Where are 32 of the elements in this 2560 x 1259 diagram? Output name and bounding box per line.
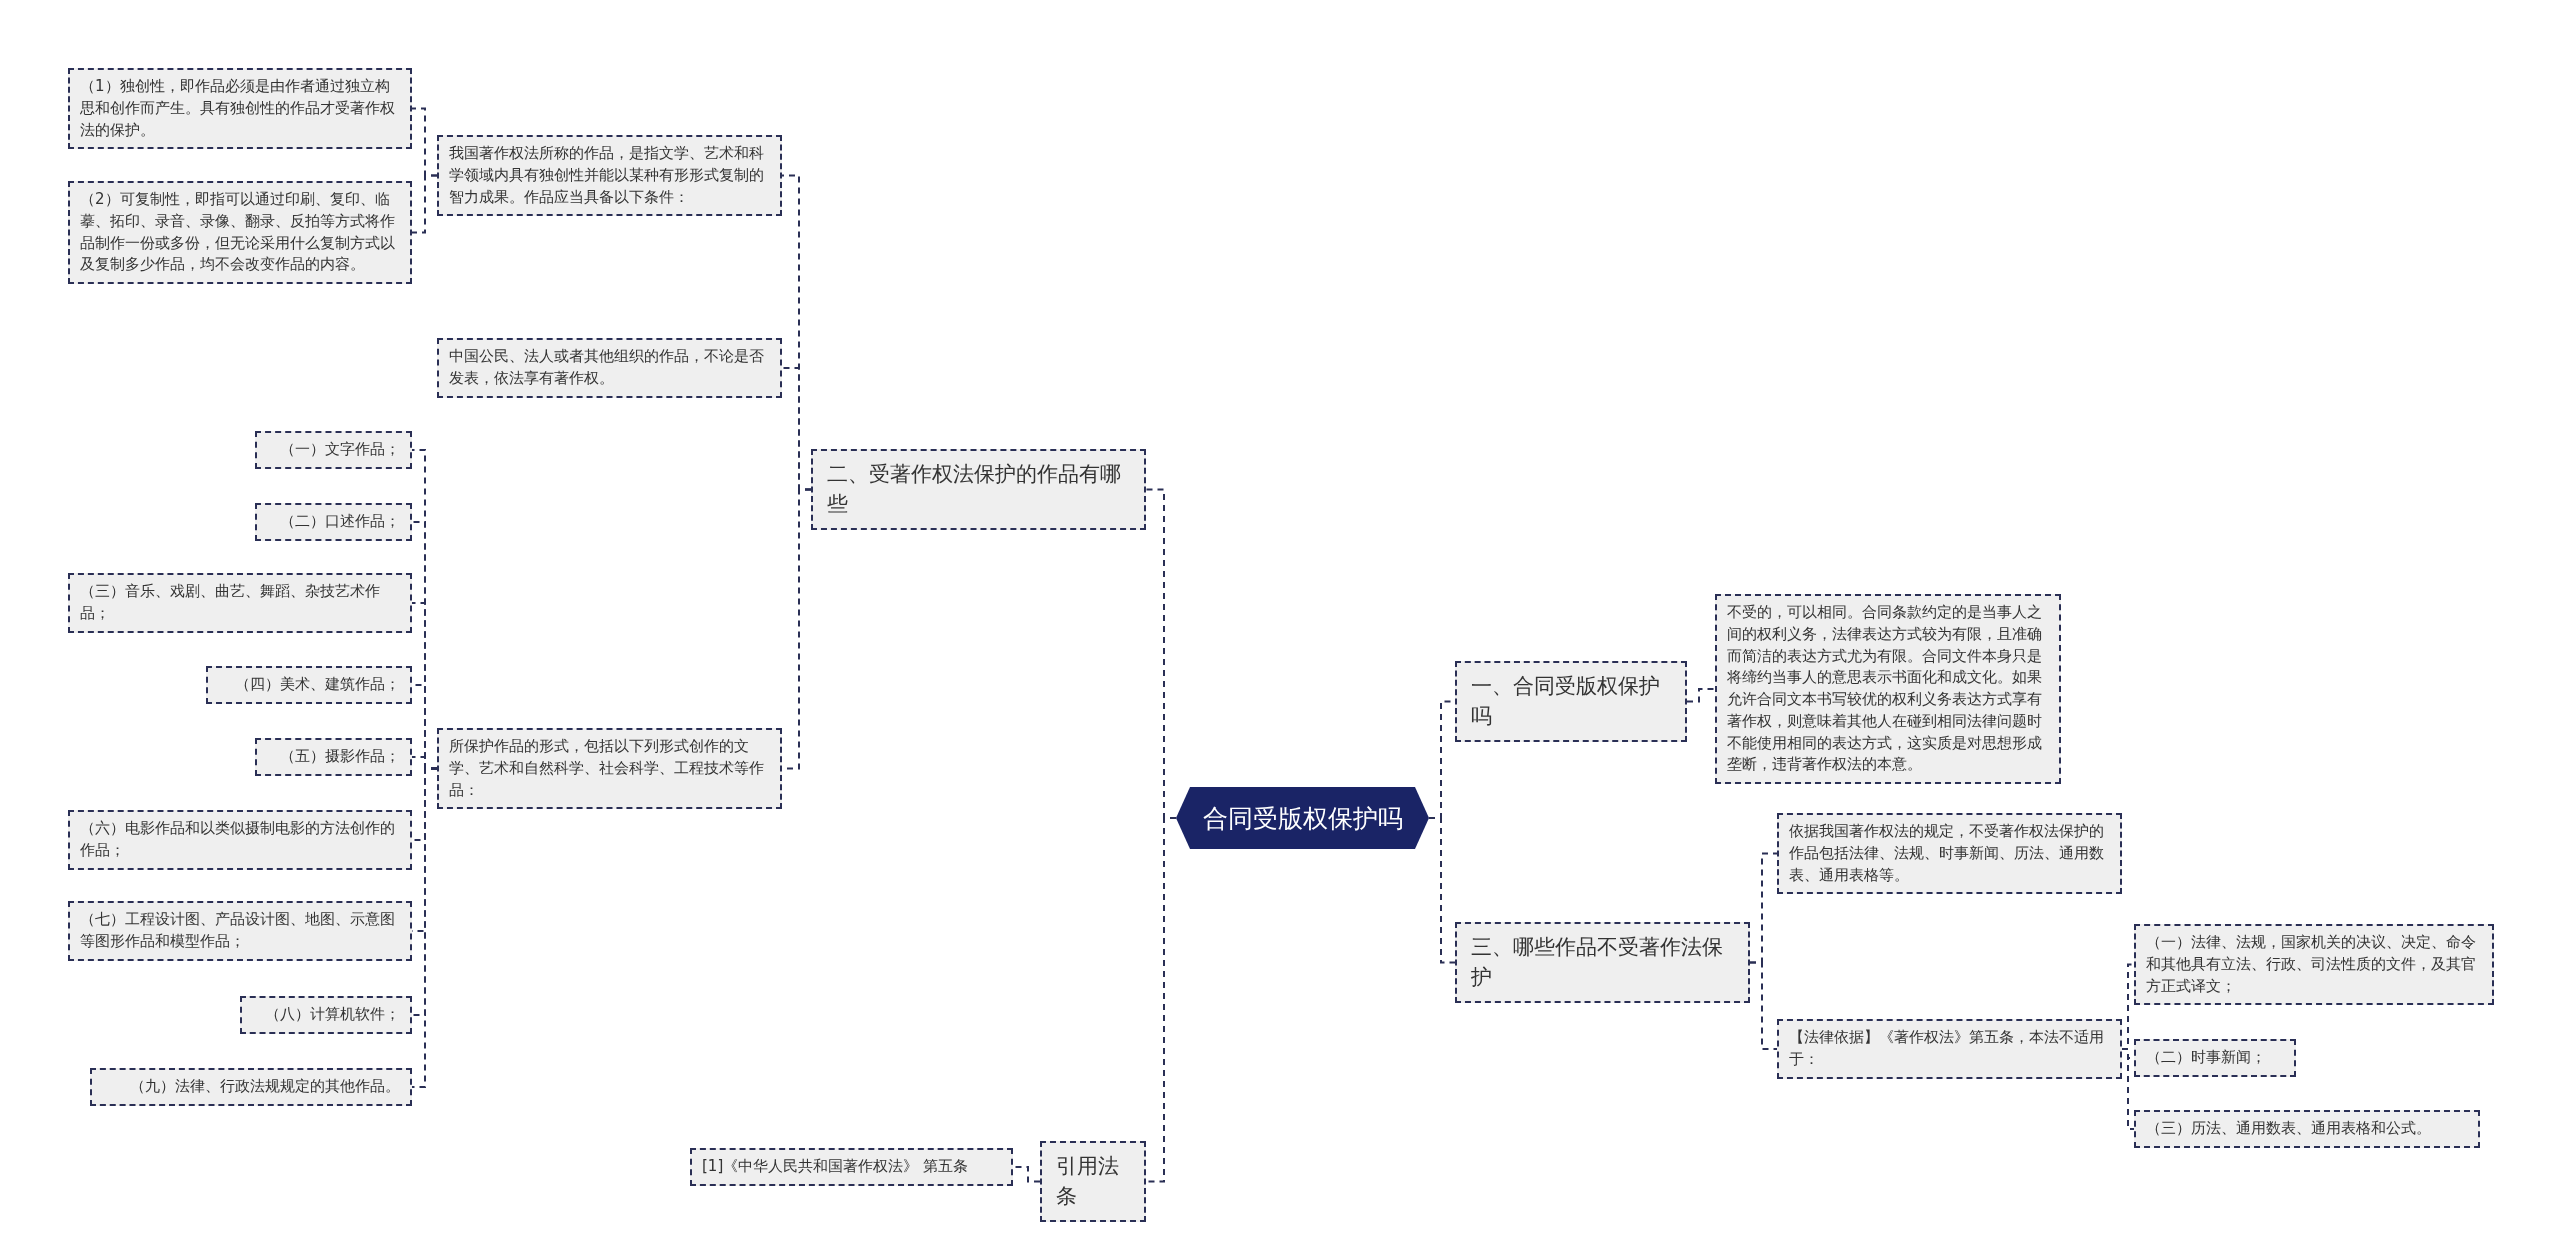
note-box: （六）电影作品和以类似摄制电影的方法创作的作品； — [68, 810, 412, 870]
note-box: （二）口述作品； — [255, 503, 412, 541]
note-box: （七）工程设计图、产品设计图、地图、示意图等图形作品和模型作品； — [68, 901, 412, 961]
branch-topic: 三、哪些作品不受著作法保护 — [1455, 922, 1750, 1003]
note-box: （三）音乐、戏剧、曲艺、舞蹈、杂技艺术作品； — [68, 573, 412, 633]
note-box: 中国公民、法人或者其他组织的作品，不论是否发表，依法享有著作权。 — [437, 338, 782, 398]
branch-topic: 引用法条 — [1040, 1141, 1146, 1222]
branch-topic: 二、受著作权法保护的作品有哪些 — [811, 449, 1146, 530]
topic-label: 合同受版权保护吗 — [1202, 802, 1403, 835]
note-box: 我国著作权法所称的作品，是指文学、艺术和科学领域内具有独创性并能以某种有形形式复制的智力成果。作品应当具备以下条件： — [437, 135, 782, 217]
note-box: （三）历法、通用数表、通用表格和公式。 — [2134, 1110, 2480, 1148]
note-box: [1]《中华人民共和国著作权法》 第五条 — [690, 1148, 1013, 1186]
note-box: 所保护作品的形式，包括以下列形式创作的文学、艺术和自然科学、社会科学、工程技术等作品： — [437, 728, 782, 810]
note-box: （1）独创性，即作品必须是由作者通过独立构思和创作而产生。具有独创性的作品才受著作权法的保护。 — [68, 68, 412, 150]
note-box: （2）可复制性，即指可以通过印刷、复印、临摹、拓印、录音、录像、翻录、反拍等方式将作品制作一份或多份，但无论采用什么复制方式以及复制多少作品，均不会改变作品的内容。 — [68, 181, 412, 284]
connector-line — [411, 767, 438, 1088]
connector-line — [2121, 1048, 2135, 1130]
connector-line — [411, 174, 438, 234]
note-box: 依据我国著作权法的规定，不受著作权法保护的作品包括法律、法规、时事新闻、历法、通用数表、通用表格等。 — [1777, 813, 2122, 895]
note-box: （二）时事新闻； — [2134, 1039, 2296, 1077]
connector-line — [1749, 961, 1778, 1050]
note-box: 不受的，可以相同。合同条款约定的是当事人之间的权利义务，法律表达方式较为有限，且准确而简洁的表达方式尤为有限。合同文件本身只是将缔约当事人的意思表示书面化和成文化。如果允许合同文本书写较优的权利义务表达方式享有著作权，则意味着其他人在碰到相同法律问题时不能使用相同的表达方式，这实质是对思想形成垄断，违背著作权法的本意。 — [1715, 594, 2061, 784]
note-box: （一）法律、法规，国家机关的决议、决定、命令和其他具有立法、行政、司法性质的文件，及其官方正式译文； — [2134, 924, 2494, 1006]
note-box: 【法律依据】《著作权法》第五条，本法不适用于： — [1777, 1019, 2122, 1079]
note-box: （八）计算机软件； — [240, 996, 412, 1034]
note-box: （九）法律、行政法规规定的其他作品。 — [90, 1068, 412, 1106]
note-box: （一）文字作品； — [255, 431, 412, 469]
connector-line — [1428, 817, 1456, 964]
connector-line — [1686, 688, 1716, 703]
note-box: （五）摄影作品； — [255, 738, 412, 776]
branch-topic: 一、合同受版权保护吗 — [1455, 661, 1687, 742]
note-box: （四）美术、建筑作品； — [206, 666, 412, 704]
